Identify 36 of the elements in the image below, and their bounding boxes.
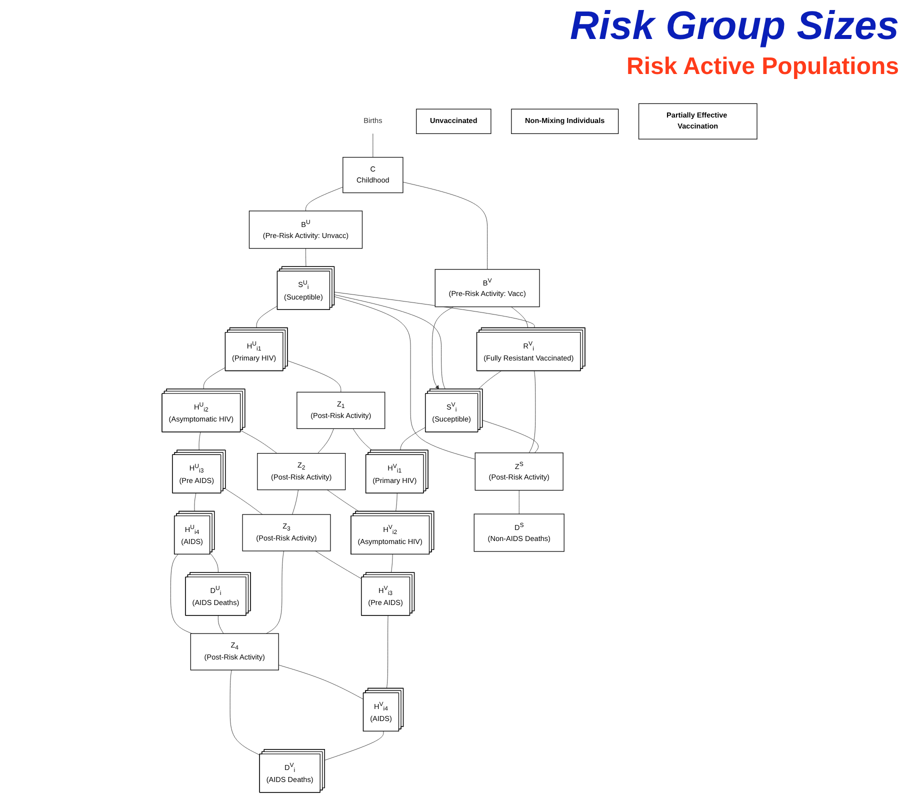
connector <box>372 133 374 158</box>
connector <box>482 420 539 454</box>
connector <box>230 670 260 756</box>
connector <box>528 370 536 454</box>
connector <box>194 493 196 512</box>
connector <box>218 615 224 634</box>
connector <box>518 490 520 514</box>
connector <box>334 294 446 390</box>
subtitle: Risk Active Populations <box>626 53 899 81</box>
connector <box>256 306 278 328</box>
connector <box>386 615 388 689</box>
connector <box>266 550 284 634</box>
connector <box>318 428 334 454</box>
connector <box>400 427 426 451</box>
connector <box>478 370 502 390</box>
connector <box>170 554 192 634</box>
connector <box>391 554 393 573</box>
connector <box>240 430 278 454</box>
connector <box>326 490 360 512</box>
connector <box>287 360 342 392</box>
connector <box>334 292 535 328</box>
connector <box>510 306 528 328</box>
connector <box>203 367 226 390</box>
connector <box>278 664 364 700</box>
connector <box>306 186 344 212</box>
connector <box>324 731 384 760</box>
connector <box>225 488 263 515</box>
connector <box>402 182 488 270</box>
connector <box>292 490 299 515</box>
connector <box>352 428 372 451</box>
connector <box>210 552 218 573</box>
diagram-title: Risk Group Sizes <box>570 4 899 49</box>
connector <box>198 432 201 451</box>
connector <box>396 493 398 512</box>
connector <box>334 296 476 460</box>
connector <box>315 550 362 580</box>
